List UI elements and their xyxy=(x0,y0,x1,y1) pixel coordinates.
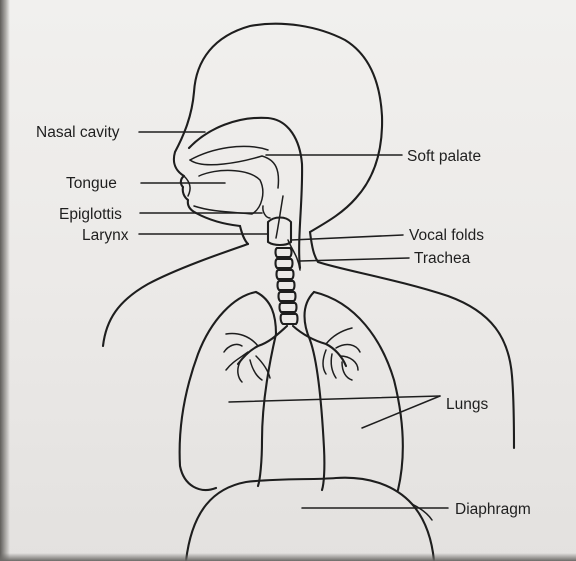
tongue-shape xyxy=(194,170,263,214)
left-shoulder-outline xyxy=(103,244,248,346)
right-lung-outline xyxy=(314,292,403,490)
left-lung-inner xyxy=(256,292,276,486)
head-outline xyxy=(174,24,382,232)
label-tongue: Tongue xyxy=(66,175,117,192)
label-lungs: Lungs xyxy=(446,396,488,413)
lower-lip-line xyxy=(184,176,190,196)
epiglottis-shape xyxy=(263,206,270,218)
left-lung-outline xyxy=(180,292,256,490)
neck-left-outline xyxy=(240,226,248,244)
vocal-folds-leader xyxy=(291,235,403,240)
bronchi xyxy=(224,326,360,382)
label-larynx: Larynx xyxy=(82,227,129,244)
diaphragm-outline xyxy=(186,478,434,561)
right-shoulder-outline xyxy=(310,232,514,448)
esophagus-line xyxy=(288,240,300,270)
label-epiglottis: Epiglottis xyxy=(59,206,122,223)
trachea-shape xyxy=(276,248,298,324)
right-lung-inner xyxy=(305,292,325,490)
label-soft-palate: Soft palate xyxy=(407,148,481,165)
label-nasal-cavity: Nasal cavity xyxy=(36,124,120,141)
label-trachea: Trachea xyxy=(414,250,471,267)
lungs-leader-left xyxy=(229,396,440,402)
label-diaphragm: Diaphragm xyxy=(455,501,531,518)
label-vocal-folds: Vocal folds xyxy=(409,227,484,244)
